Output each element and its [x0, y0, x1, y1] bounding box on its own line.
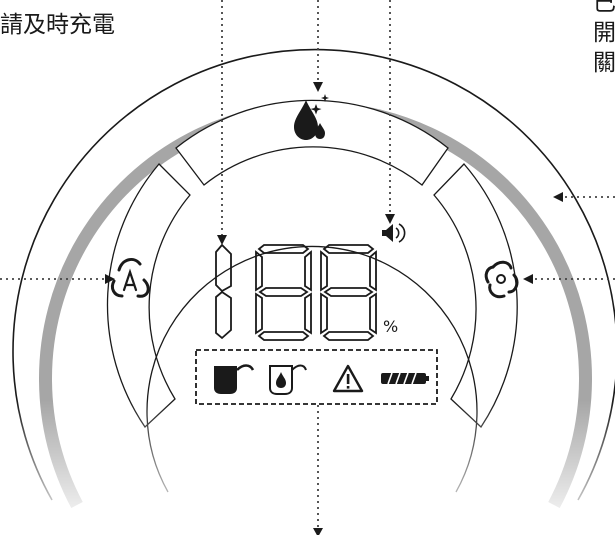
arrowhead [385, 214, 395, 224]
fan-icon [484, 260, 519, 299]
warning-icon [332, 364, 364, 393]
digit-eight [255, 244, 312, 341]
leader-arrowheads [105, 82, 563, 535]
right-annotation-line: 開 [593, 20, 615, 46]
speaker-icon [382, 223, 406, 243]
fan-auto-icon [110, 257, 150, 298]
arrowhead [553, 192, 563, 202]
arrowhead [217, 235, 227, 245]
digit-one [215, 243, 232, 340]
arrowhead [523, 274, 533, 284]
digit-eight [320, 244, 377, 341]
charge-reminder-label: 請及時充電 [0, 12, 115, 38]
water-tank-refill-icon [269, 364, 307, 395]
water-drop-sparkle-icon [294, 94, 329, 140]
right-annotation-text: 已 開 關 [593, 0, 615, 78]
status-icon-tray [195, 349, 438, 405]
water-tank-full-icon [214, 364, 255, 394]
right-annotation-line: 已 [593, 0, 615, 16]
right-annotation-line: 關 [593, 50, 615, 76]
top-segment [175, 99, 449, 186]
battery-icon [381, 372, 429, 385]
bottom-fade [0, 400, 615, 535]
arrowhead [313, 82, 323, 92]
arrowhead [313, 528, 323, 535]
outer-boundary-arc [12, 48, 615, 501]
inner-arc [146, 245, 478, 493]
unit-percent: % [383, 317, 398, 336]
arrowhead [105, 274, 115, 284]
